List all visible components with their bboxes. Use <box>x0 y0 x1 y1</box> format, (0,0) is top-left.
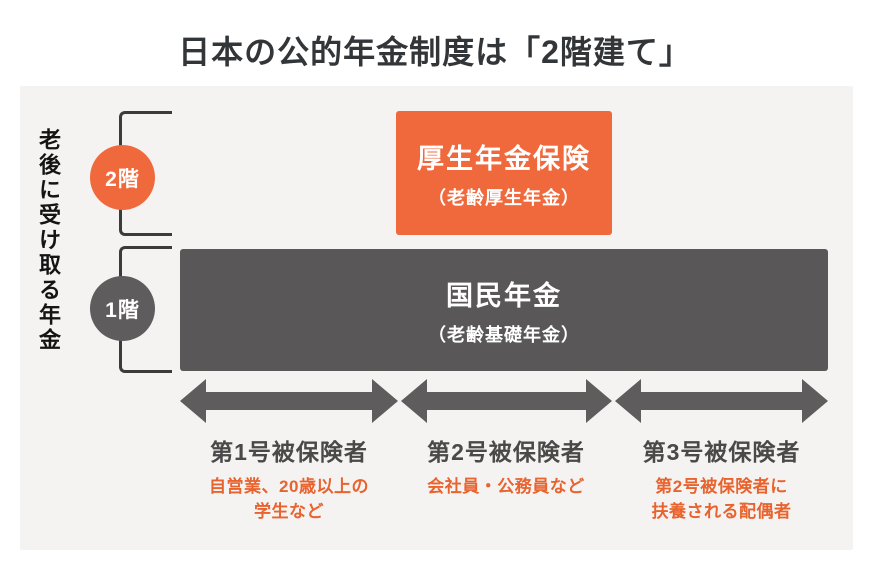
category-3-label: 第3号被保険者 <box>642 439 801 465</box>
double-arrow-icon <box>401 379 612 423</box>
category-range-arrows <box>180 379 828 423</box>
employees-pension-name: 厚生年金保険 <box>417 143 591 174</box>
page-title: 日本の公的年金制度は「2階建て」 <box>178 34 692 70</box>
side-axis-label: 老後に受け取る年金 <box>36 128 61 353</box>
employees-pension-subname: （老齢厚生年金） <box>428 187 580 208</box>
national-pension-subname: （老齢基礎年金） <box>428 324 580 345</box>
first-floor-badge: 1階 <box>90 276 155 341</box>
double-arrow-icon <box>615 379 828 423</box>
category-1-description: 自営業、20歳以上の 学生など <box>209 477 369 521</box>
national-pension-box: 国民年金 （老齢基礎年金） <box>180 249 828 371</box>
double-arrow-icon <box>180 379 398 423</box>
category-2-label: 第2号被保険者 <box>427 439 585 465</box>
second-floor-badge: 2階 <box>90 145 155 210</box>
category-3-description: 第2号被保険者に 扶養される配偶者 <box>651 477 792 521</box>
category-2-description: 会社員・公務員など <box>427 477 585 496</box>
second-floor-badge-label: 2階 <box>105 167 140 191</box>
category-1-label: 第1号被保険者 <box>210 439 368 465</box>
employees-pension-box: 厚生年金保険 （老齢厚生年金） <box>396 111 612 235</box>
national-pension-name: 国民年金 <box>446 280 562 311</box>
first-floor-badge-label: 1階 <box>105 298 140 322</box>
